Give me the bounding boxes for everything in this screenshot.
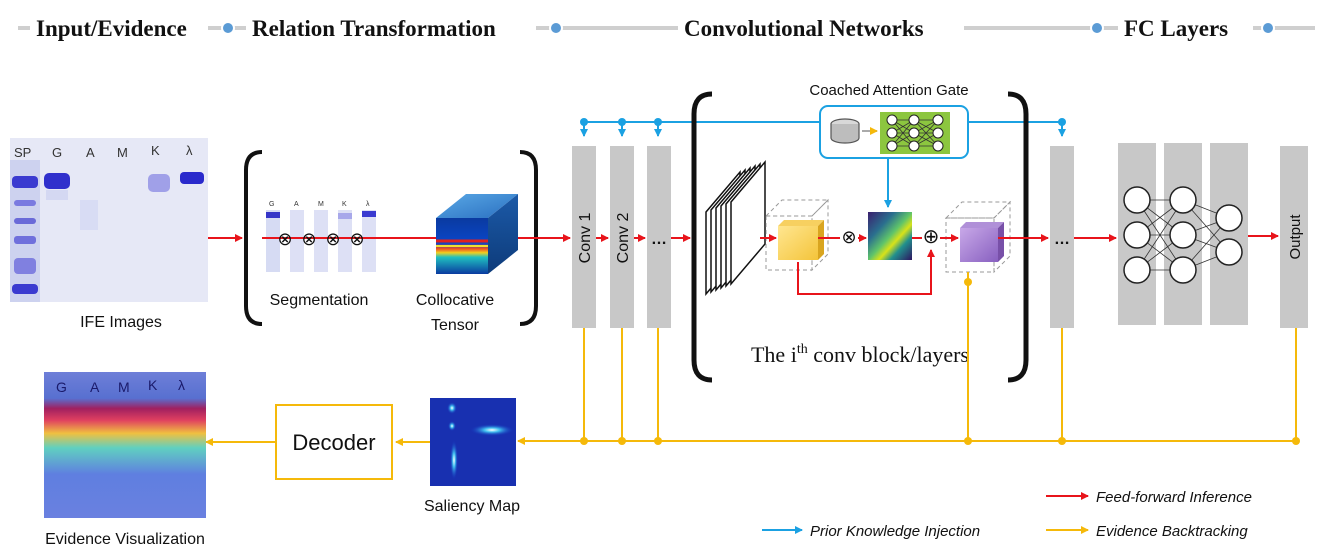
segment-lane-label: M [318,201,324,208]
ellipsis-column [1050,146,1074,328]
block-caption-prefix: The i [751,342,797,367]
block-caption-suffix: conv block/layers [808,342,969,367]
input-feature-cube [764,198,830,272]
segmentation-caption: Segmentation [270,292,369,309]
neural-net-icon [880,112,950,154]
ellipsis-label: … [1054,231,1070,248]
conv1-label: Conv 1 [577,213,594,264]
fc-layers [1118,143,1248,325]
ife-lane-label: K [151,143,160,158]
block-caption-sup: th [797,342,808,357]
evidence-lane-label: G [56,379,67,395]
segment-lane-label: G [269,201,274,208]
legend: Feed-forward Inference Prior Knowledge I… [762,489,1252,540]
attention-gate-title: Coached Attention Gate [809,82,968,99]
ife-lane-label: G [52,145,62,160]
stage-dot [549,21,563,35]
conv2-label: Conv 2 [615,213,632,264]
feature-map-stack [705,159,766,297]
svg-text:⊗: ⊗ [301,229,316,249]
tensor-caption-line1: Collocative [416,292,494,309]
ife-lane-label: M [117,145,128,160]
ife-caption: IFE Images [80,314,162,331]
evidence-lane-label: A [90,379,100,395]
evidence-lane-label: M [118,379,130,395]
stage-header: Input/Evidence Relation Transformation C… [18,12,1315,42]
output-column [1280,146,1308,328]
conv1-column [572,146,596,328]
conv3-column [647,146,671,328]
output-feature-cube [944,200,1012,274]
ife-lane-label: λ [186,143,193,158]
collocative-tensor [436,194,518,274]
stage-dot [1261,21,1275,35]
evidence-lane-label: K [148,377,158,393]
ife-gel-image: SP G A M K λ [10,138,208,302]
segment-lane-label: λ [366,201,370,208]
evidence-lane-labels: G A M K λ [56,377,185,395]
block-caption: The ith conv block/layers [751,342,969,367]
ife-lane-label: SP [14,145,31,160]
legend-feedforward: Feed-forward Inference [1096,489,1252,506]
stage-title-relation: Relation Transformation [252,16,496,41]
tensor-caption-line2: Tensor [431,317,480,334]
segment-lane-label: K [342,201,347,208]
svg-text:⊗: ⊗ [277,229,292,249]
legend-backtrack: Evidence Backtracking [1096,523,1248,540]
backtracking-lines [205,272,1297,446]
attention-map [868,212,912,260]
saliency-map [430,398,516,486]
stage-dot [221,21,235,35]
segment-lane-label: A [294,201,299,208]
saliency-caption: Saliency Map [424,498,520,515]
legend-prior: Prior Knowledge Injection [810,523,980,540]
decoder-box [275,404,393,480]
stage-title-fc: FC Layers [1124,16,1228,41]
evidence-caption: Evidence Visualization [45,531,205,548]
feedforward-arrows [208,232,1279,295]
conv-columns: Conv 1 Conv 2 … [572,146,671,328]
ife-lane-label: A [86,145,95,160]
backtracking-nodes [580,278,1300,445]
segmentation-strips: G A M K λ [266,201,376,272]
stage-title-input: Input/Evidence [36,16,187,41]
multiply-icon: ⊗ [841,227,856,247]
segmentation-operators: ⊗ ⊗ ⊗ ⊗ [277,229,364,249]
prior-knowledge-nodes [580,118,1066,126]
svg-text:⊗: ⊗ [325,229,340,249]
conv2-column [610,146,634,328]
stage-title-conv: Convolutional Networks [684,16,924,41]
evidence-lane-label: λ [178,377,185,393]
database-icon [830,118,860,144]
add-icon: ⊕ [923,226,940,248]
conv3-label: … [651,231,667,248]
output-label: Output [1287,214,1304,260]
ife-lane-labels: SP G A M K λ [14,143,193,160]
svg-text:⊗: ⊗ [349,229,364,249]
stage-dot [1090,21,1104,35]
segment-lane-labels: G A M K λ [269,201,370,208]
evidence-visualization: G A M K λ [44,372,206,518]
decoder-label: Decoder [292,430,375,455]
